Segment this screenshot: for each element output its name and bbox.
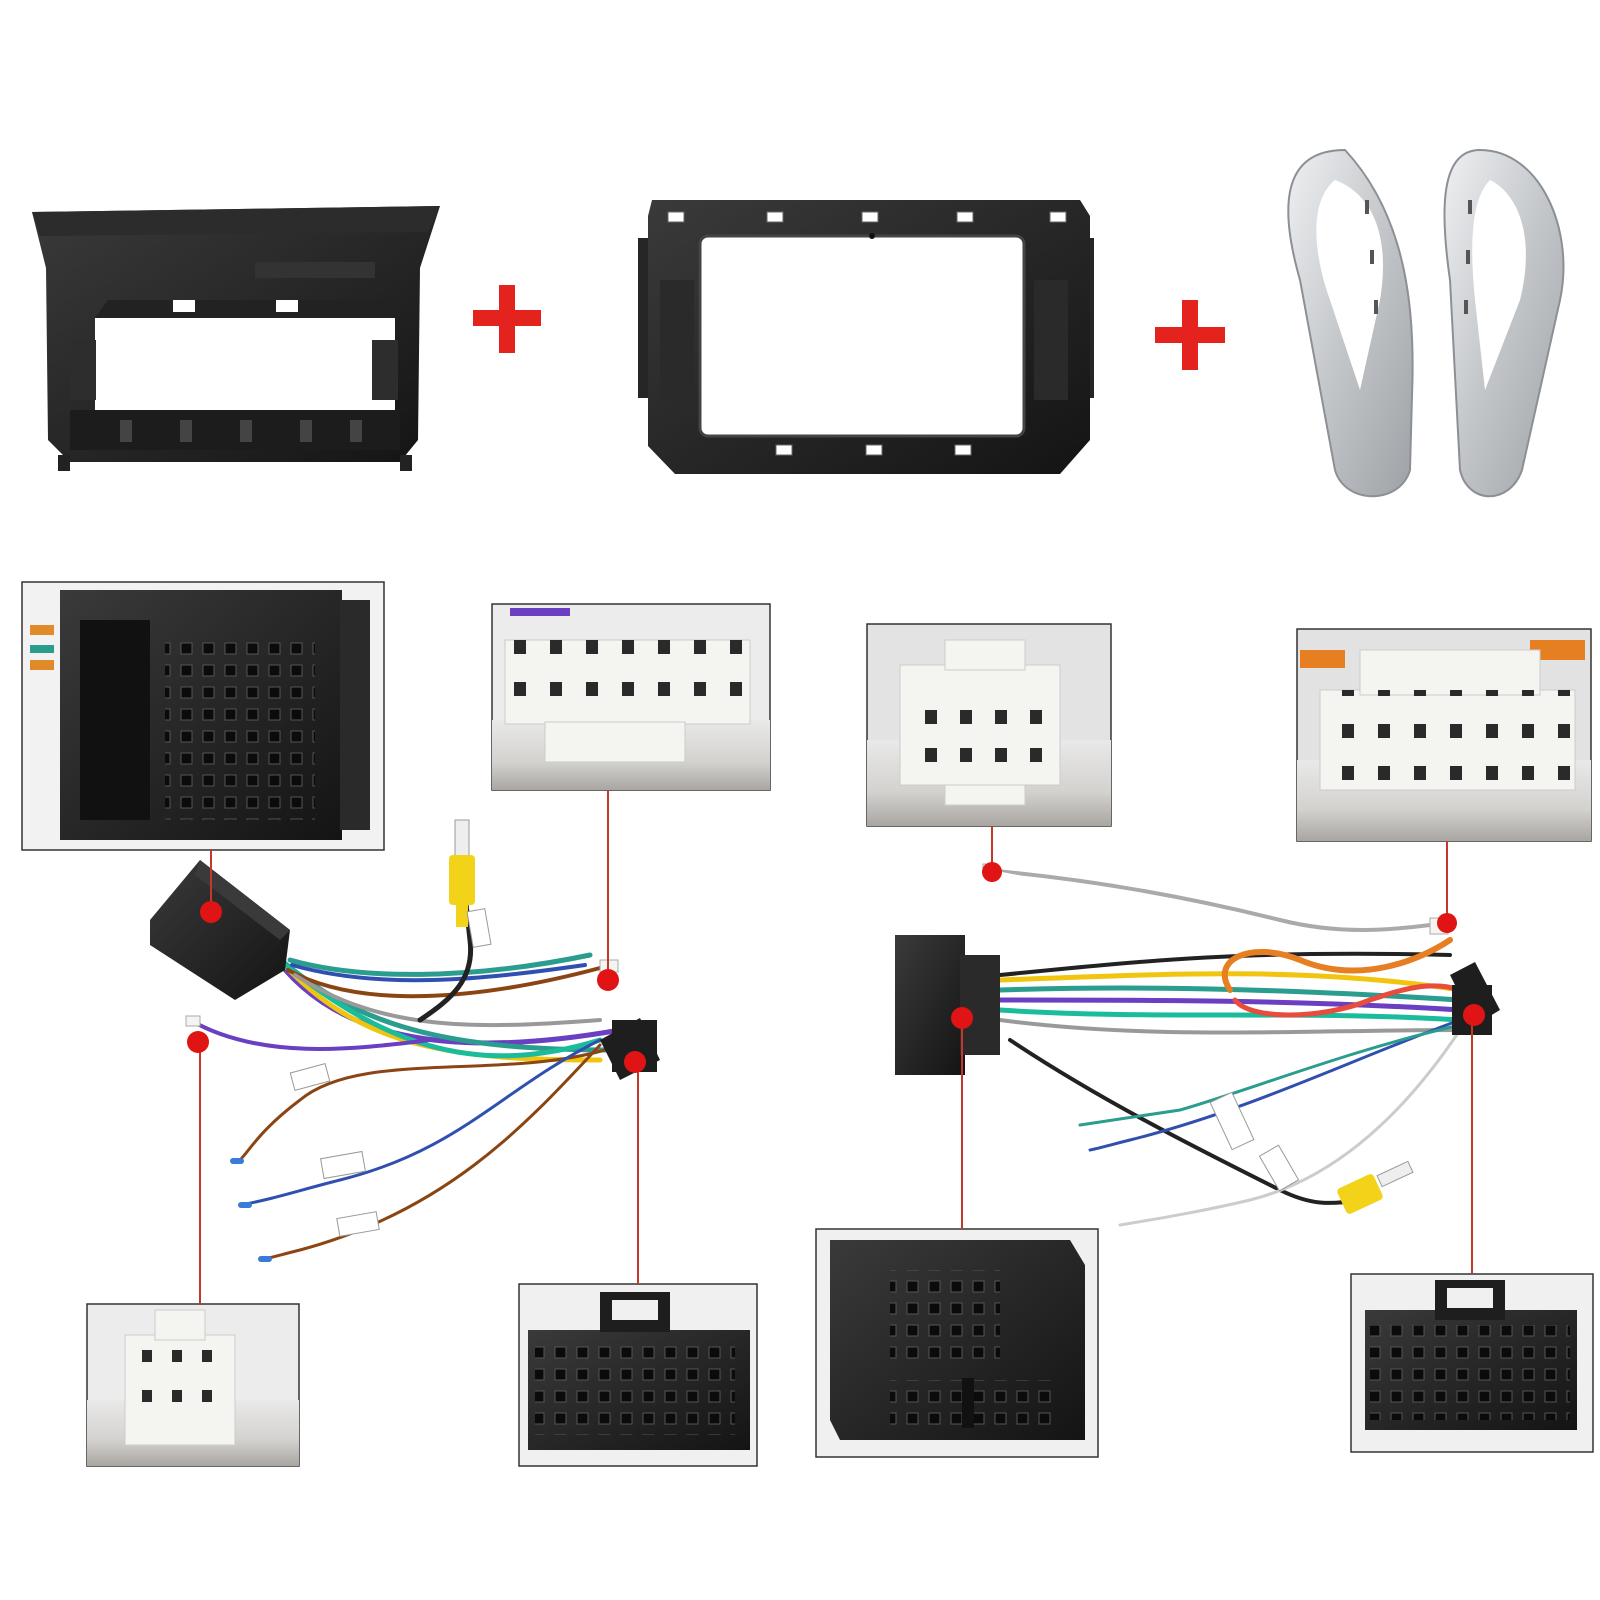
callout-lines-left: [199, 790, 639, 1304]
zoom-box-white-plug-right-top: [866, 623, 1112, 827]
zoom-box-quadlock-left: [21, 581, 385, 851]
rca-plug-icon: [449, 819, 475, 927]
zoom-box-iso-left: [518, 1283, 758, 1467]
radio-fascia-frame: [638, 200, 1094, 474]
zoom-box-iso-right: [1350, 1273, 1594, 1453]
zoom-box-quadlock-right: [815, 1228, 1099, 1458]
zoom-box-white-plug-small: [86, 1303, 300, 1467]
silver-trim-pieces: [1287, 148, 1565, 498]
quadlock-connector: [895, 935, 1000, 1075]
harness-right: [895, 863, 1500, 1227]
callout-dot-icon: [187, 901, 646, 1073]
rca-plug-icon: [1337, 1160, 1414, 1214]
dash-mounting-bracket: [32, 206, 440, 471]
plus-icon: [473, 285, 541, 353]
zoom-box-white-plug-top: [491, 603, 771, 791]
quadlock-connector: [150, 860, 290, 1000]
harness-left: [150, 819, 660, 1262]
plus-icon: [1155, 300, 1225, 370]
callout-dot-icon: [951, 862, 1485, 1029]
zoom-box-white-plug-right-large: [1296, 628, 1592, 842]
